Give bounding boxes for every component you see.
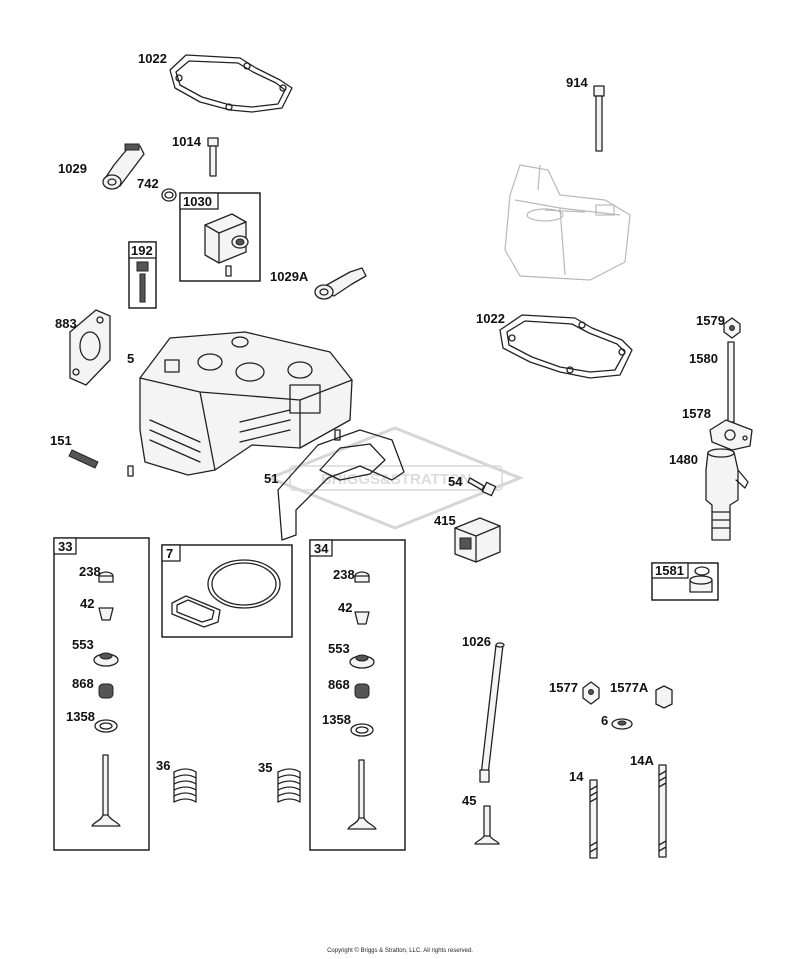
label-1014: 1014 — [172, 134, 202, 149]
label-1026: 1026 — [462, 634, 491, 649]
label-238-b: 238 — [333, 567, 355, 582]
label-868-b: 868 — [328, 677, 350, 692]
valve-spring-36 — [173, 768, 197, 803]
svg-text:BRIGGS&STRATTON: BRIGGS&STRATTON — [321, 471, 471, 488]
stud-14 — [589, 779, 598, 859]
label-1580: 1580 — [689, 351, 718, 366]
label-14: 14 — [569, 769, 584, 784]
label-6: 6 — [601, 713, 608, 728]
stud-14A — [658, 764, 667, 858]
kit-box-34 — [309, 539, 406, 851]
valve-cover-gasket-lower — [499, 314, 633, 379]
kit-box-1030 — [179, 192, 261, 282]
gasket-883 — [69, 309, 111, 386]
exhaust-gasket-51 — [277, 429, 405, 541]
kit-box-33 — [53, 537, 150, 851]
label-238-a: 238 — [79, 564, 101, 579]
label-151: 151 — [50, 433, 72, 448]
label-7: 7 — [166, 546, 173, 561]
flange-1578 — [709, 419, 753, 451]
kit-box-192 — [128, 241, 157, 309]
label-1029A: 1029A — [270, 269, 309, 284]
push-rod-1026 — [479, 642, 505, 783]
label-415: 415 — [434, 513, 456, 528]
insulator-415 — [454, 517, 501, 563]
valve-cover-gasket-top — [169, 54, 293, 113]
washer-6 — [611, 718, 633, 730]
label-914: 914 — [566, 75, 588, 90]
label-1579: 1579 — [696, 313, 725, 328]
rocker-arm-1029A — [314, 267, 367, 300]
valve-cover-outline — [504, 164, 631, 281]
nut-1579 — [723, 317, 741, 339]
label-54: 54 — [448, 474, 463, 489]
kit-box-1581 — [651, 562, 719, 601]
label-42-b: 42 — [338, 600, 352, 615]
stud-151 — [68, 429, 341, 477]
snap-ring-742 — [161, 188, 177, 202]
label-1577A: 1577A — [610, 680, 649, 695]
kit-box-7 — [161, 544, 293, 638]
rocker-arm-1029 — [102, 143, 145, 190]
briggs-stratton-watermark: BRIGGS&STRATTON — [265, 426, 525, 530]
label-36: 36 — [156, 758, 170, 773]
label-883: 883 — [55, 316, 77, 331]
label-553-b: 553 — [328, 641, 350, 656]
bolt-1014 — [207, 137, 219, 177]
bolt-54 — [467, 477, 497, 497]
label-1577: 1577 — [549, 680, 578, 695]
label-192: 192 — [131, 243, 153, 258]
cylinder-head-5 — [139, 331, 353, 476]
label-1480: 1480 — [669, 452, 698, 467]
label-742: 742 — [137, 176, 159, 191]
label-1022-lower: 1022 — [476, 311, 505, 326]
label-1578: 1578 — [682, 406, 711, 421]
label-51: 51 — [264, 471, 278, 486]
label-1029: 1029 — [58, 161, 87, 176]
label-1022-top: 1022 — [138, 51, 167, 66]
nut-1577A — [655, 685, 673, 709]
bolt-914 — [593, 85, 605, 152]
label-5: 5 — [127, 351, 134, 366]
stud-1580 — [727, 341, 735, 423]
tappet-45 — [474, 805, 500, 845]
label-35: 35 — [258, 760, 272, 775]
label-1358-a: 1358 — [66, 709, 95, 724]
label-14A: 14A — [630, 753, 654, 768]
injector-1480 — [705, 448, 749, 541]
label-45: 45 — [462, 793, 476, 808]
nut-1577 — [582, 681, 600, 705]
label-868-a: 868 — [72, 676, 94, 691]
copyright-notice: Copyright © Briggs & Stratton, LLC. All … — [327, 948, 473, 954]
valve-spring-35 — [277, 768, 301, 803]
label-42-a: 42 — [80, 596, 94, 611]
label-1581: 1581 — [655, 563, 684, 578]
label-34: 34 — [314, 541, 329, 556]
label-1358-b: 1358 — [322, 712, 351, 727]
label-553-a: 553 — [72, 637, 94, 652]
label-1030: 1030 — [183, 194, 212, 209]
label-33: 33 — [58, 539, 72, 554]
part-labels: 1022 1014 1029 742 1030 192 1029A 883 5 … — [50, 51, 725, 808]
